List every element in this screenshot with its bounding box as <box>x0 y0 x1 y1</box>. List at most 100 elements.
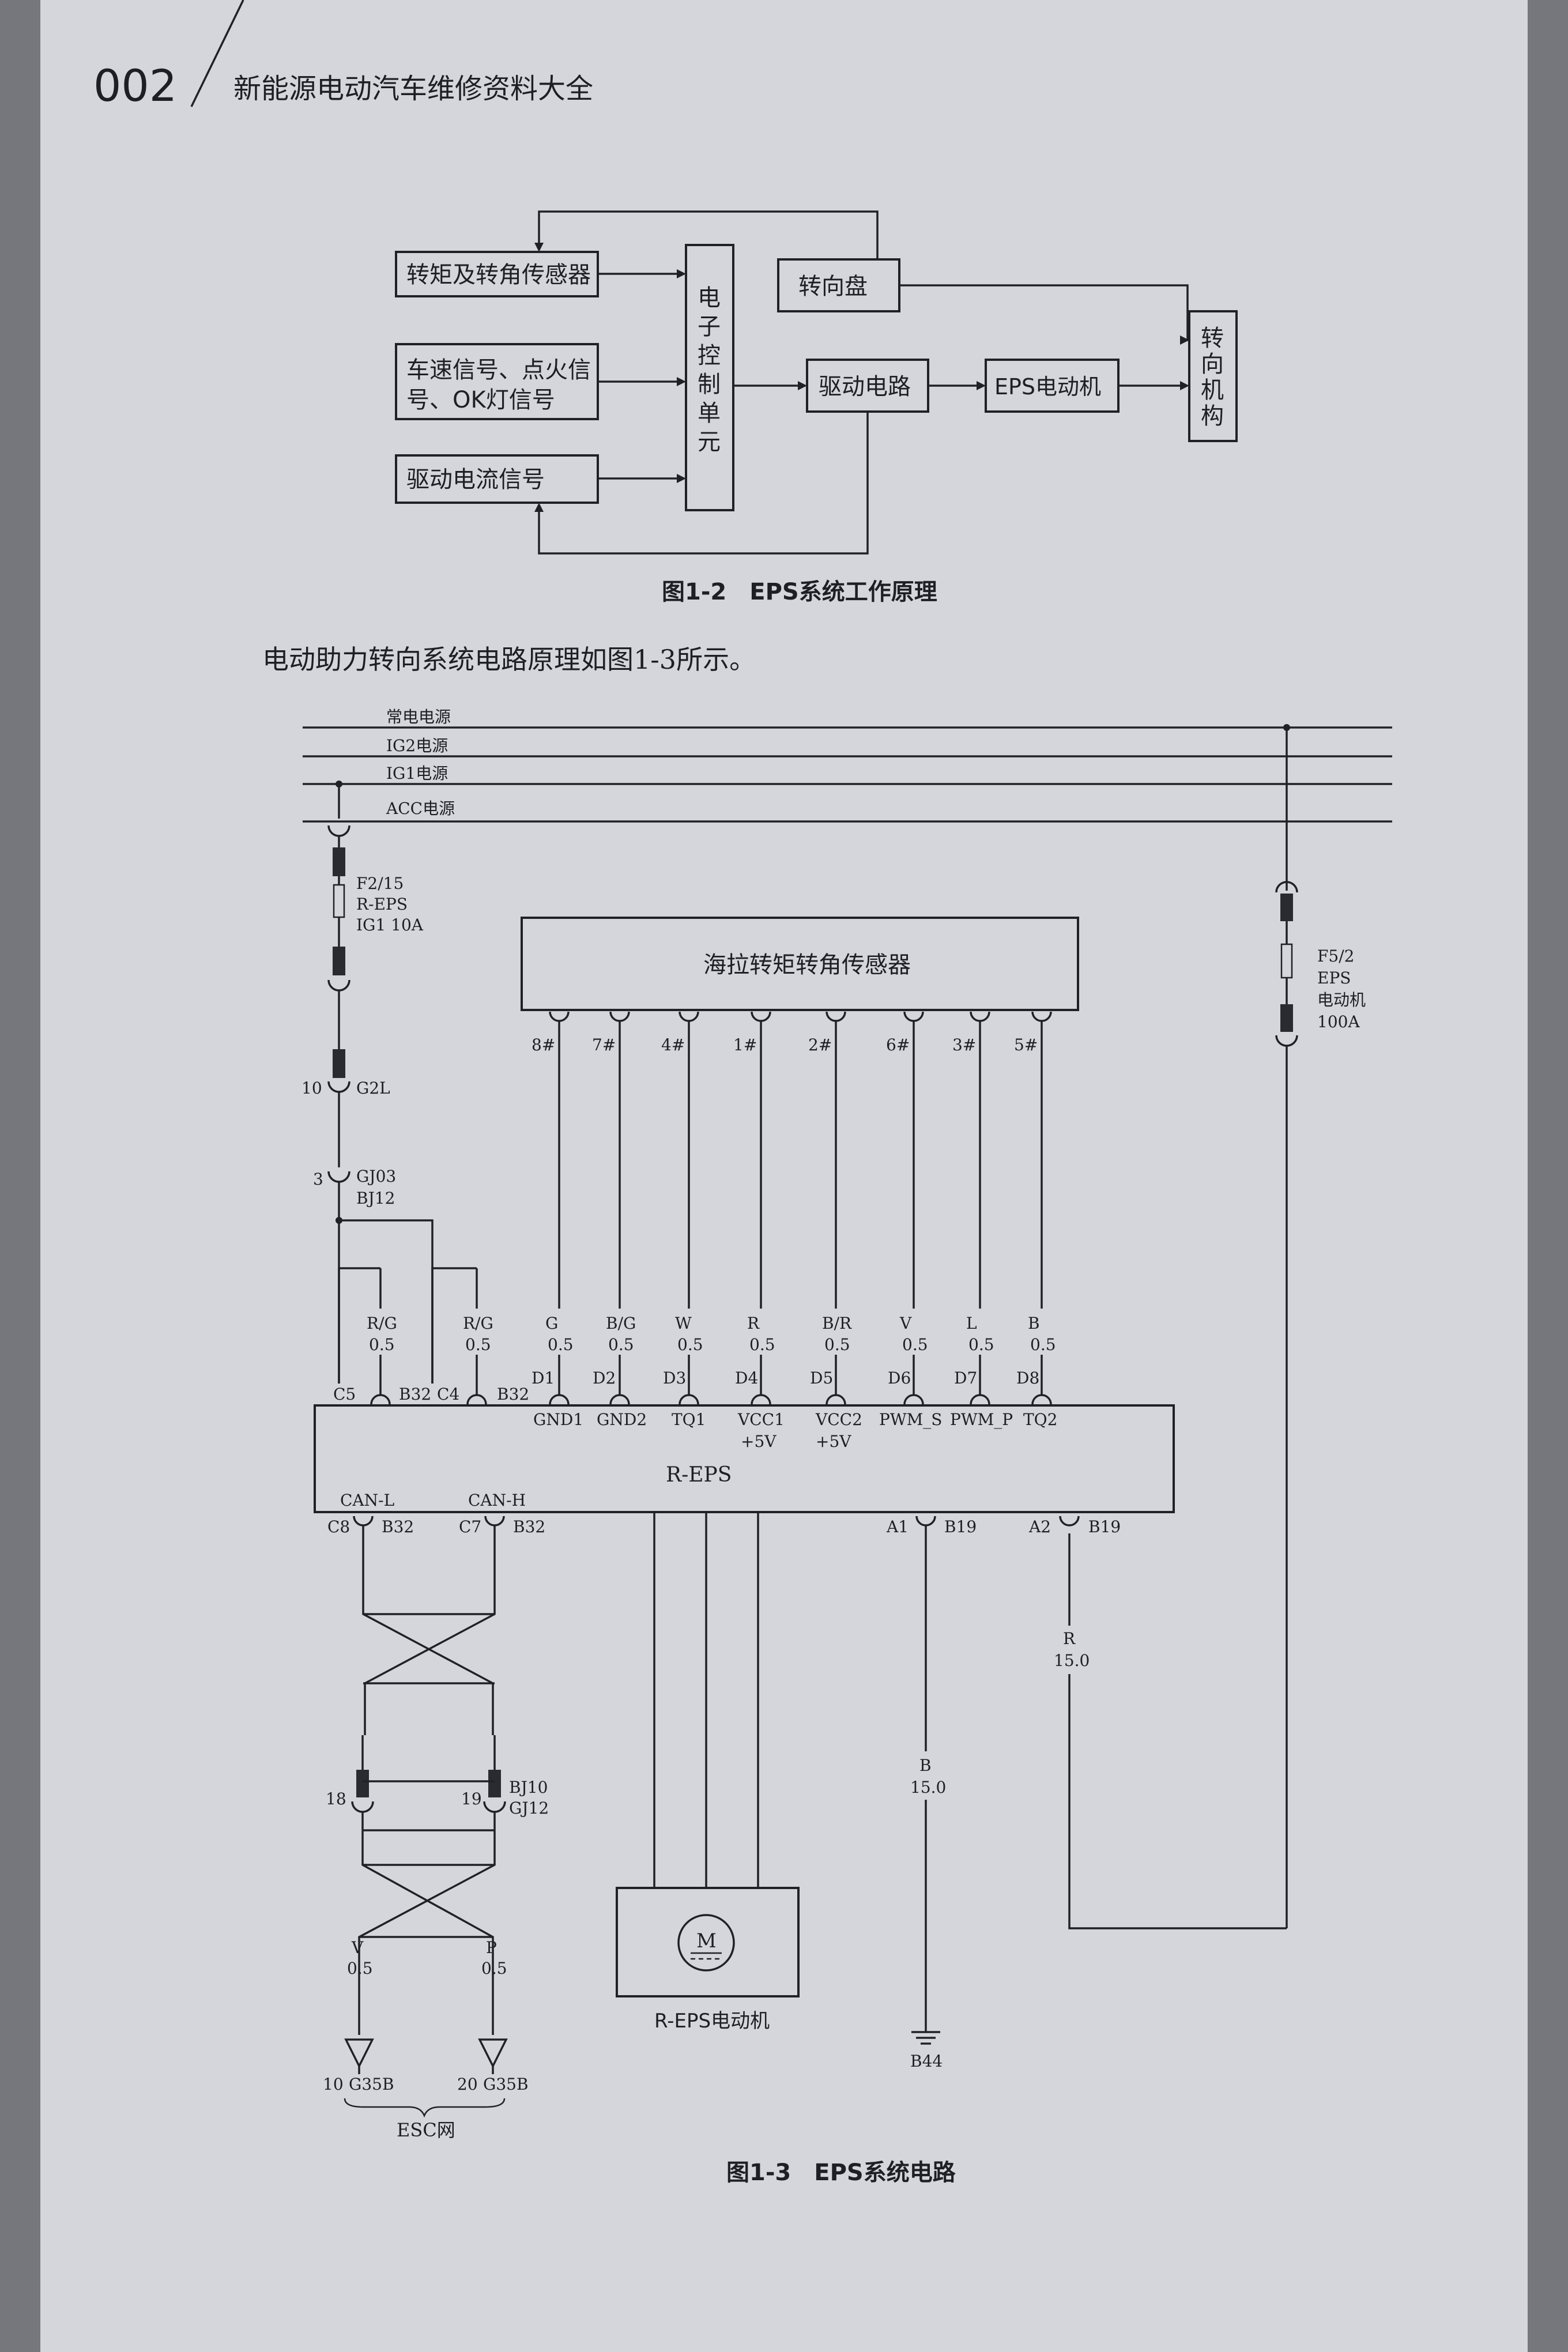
hella-sensor: 海拉转矩转角传感器 8#7#4#1#2#6#3#5# <box>521 917 1079 1054</box>
module-pin-connector <box>970 1394 990 1405</box>
ecu-char: 子 <box>698 314 721 340</box>
wire-size-label: 0.5 <box>608 1335 634 1354</box>
bottom-pin: C8 <box>327 1517 350 1536</box>
wire-label-backdrop <box>960 1309 1000 1355</box>
mech-char: 转 <box>1201 325 1224 352</box>
module-pin-connector <box>370 1394 391 1405</box>
motor-label: R-EPS电动机 <box>654 2010 770 2033</box>
module-pin-function: VCC1 <box>737 1410 785 1429</box>
wire-size-label: 0.5 <box>1030 1335 1056 1354</box>
wire-size-label: 0.5 <box>465 1335 491 1354</box>
bottom-pin: C7 <box>459 1517 481 1536</box>
block-speed-signal-line1: 车速信号、点火信 <box>406 357 591 383</box>
ground-b44: B44 B 15.0 <box>910 1525 946 2071</box>
module-pin-id: D1 <box>532 1369 555 1388</box>
sensor-label: 海拉转矩转角传感器 <box>703 952 911 978</box>
wire-color-label: R <box>747 1314 760 1333</box>
conn-bj10-name: GJ12 <box>509 1799 549 1818</box>
header-slash <box>190 0 244 107</box>
signal-wire <box>338 1267 380 1384</box>
connector-block <box>1280 1004 1293 1032</box>
wire-color-label: G <box>545 1314 558 1333</box>
module-pin-function: VCC2 <box>815 1410 862 1429</box>
wire-size-label: 0.5 <box>902 1335 928 1354</box>
figure-1-3-caption: 图1-3 EPS系统电路 <box>726 2159 956 2186</box>
motor-symbol-icon <box>677 1914 735 1972</box>
wire-label-backdrop <box>457 1309 496 1355</box>
signal-wires: R/G0.5R/G0.5G0.5B/G0.5W0.5R0.5B/R0.5V0.5… <box>338 1021 1061 1395</box>
figure-1-3: 常电电源 IG2电源 IG1电源 ACC电源 F2/15 R-EPS IG1 1… <box>301 707 1392 2186</box>
wire-r15-color: R <box>1063 1629 1076 1648</box>
wire-size-label: 0.5 <box>824 1335 850 1354</box>
can-wire-size: 0.5 <box>481 1959 507 1978</box>
module-pin-function: PWM_P <box>950 1410 1013 1429</box>
module-pin-id: C4 <box>437 1385 459 1404</box>
connector-block <box>333 1049 345 1078</box>
conn-g2l-pin: 10 <box>301 1079 322 1098</box>
module-pin-id: D6 <box>888 1369 911 1388</box>
module-pin-function: GND1 <box>533 1410 583 1429</box>
wire-b15-size: 15.0 <box>910 1778 946 1797</box>
ecu-char: 单 <box>698 400 721 427</box>
fuse-left-label: F2/15 <box>356 874 404 893</box>
module-pin-connector <box>679 1394 699 1405</box>
book-page: 002 新能源电动汽车维修资料大全 转矩及转角传感器 车速信号、点火信 号、OK… <box>40 0 1528 2352</box>
block-steering-wheel-label: 转向盘 <box>798 273 868 300</box>
sensor-pin-connector <box>609 1011 630 1022</box>
eps-motor: M R-EPS电动机 <box>616 1512 800 2033</box>
module-pin-connector <box>549 1394 570 1405</box>
sensor-pin-label: 2# <box>808 1035 832 1054</box>
bottom-pin: B32 <box>513 1517 545 1536</box>
module-pin-connector <box>1031 1394 1052 1405</box>
block-steering-mech-label: 转 向 机 构 <box>1201 325 1224 429</box>
sensor-pin-connector <box>549 1011 570 1022</box>
sensor-pin-label: 4# <box>661 1035 685 1054</box>
block-eps-motor-label: EPS电动机 <box>994 374 1101 399</box>
conn-gj03-name: BJ12 <box>356 1189 395 1208</box>
wire-color-label: R/G <box>367 1314 397 1333</box>
sensor-box <box>521 917 1079 1011</box>
wire-label-backdrop <box>741 1309 781 1355</box>
power-buses: 常电电源 IG2电源 IG1电源 ACC电源 <box>303 707 1392 823</box>
sensor-pins: 8#7#4#1#2#6#3#5# <box>532 1011 1052 1054</box>
vcc1-sub: +5V <box>741 1432 777 1451</box>
r-eps-label: R-EPS <box>666 1463 732 1487</box>
module-pin-id: D8 <box>1016 1369 1039 1388</box>
wire-color-label: B <box>1028 1314 1040 1333</box>
bottom-pin: B19 <box>1088 1517 1121 1536</box>
block-torque-sensor-label: 转矩及转角传感器 <box>406 262 591 288</box>
wire-color-label: L <box>966 1314 977 1333</box>
mech-char: 机 <box>1201 377 1224 404</box>
can-wire-color: V <box>351 1938 364 1957</box>
ecu-char: 元 <box>698 429 721 455</box>
sensor-pin-label: 6# <box>886 1035 910 1054</box>
wire-size-label: 0.5 <box>369 1335 395 1354</box>
fuse-left-label: IG1 10A <box>356 915 424 934</box>
block-steering-mech <box>1188 310 1238 442</box>
fuse-branch-right: F5/2 EPS 电动机 100A <box>1068 728 1366 1929</box>
figure-1-2: 转矩及转角传感器 车速信号、点火信 号、OK灯信号 驱动电流信号 电 子 控 制… <box>395 210 1238 605</box>
connector-block <box>488 1770 501 1797</box>
wire-color-label: B/R <box>822 1314 852 1333</box>
vcc2-sub: +5V <box>816 1432 851 1451</box>
fuse-right-label: F5/2 <box>1317 947 1355 966</box>
module-pin-id: D5 <box>810 1369 833 1388</box>
wire-color-label: W <box>675 1314 692 1333</box>
page-number: 002 <box>93 60 177 111</box>
sensor-pin-connector <box>751 1011 771 1022</box>
conn-bj10-name: BJ10 <box>509 1778 548 1797</box>
motor-box <box>616 1887 800 1997</box>
conn-gj03-name: GJ03 <box>356 1167 396 1186</box>
wire-label-backdrop <box>1022 1309 1061 1355</box>
can-l-label: CAN-L <box>340 1491 394 1510</box>
bottom-pin: B19 <box>944 1517 977 1536</box>
module-pin-function: GND2 <box>597 1410 647 1429</box>
wire-label-backdrop <box>894 1309 933 1355</box>
sensor-pin-label: 8# <box>532 1035 555 1054</box>
sensor-pin-label: 5# <box>1014 1035 1038 1054</box>
bus-label: 常电电源 <box>386 707 451 726</box>
wire-label-backdrop <box>816 1309 855 1355</box>
mech-char: 向 <box>1201 351 1224 378</box>
module-pin-function: TQ1 <box>672 1410 706 1429</box>
